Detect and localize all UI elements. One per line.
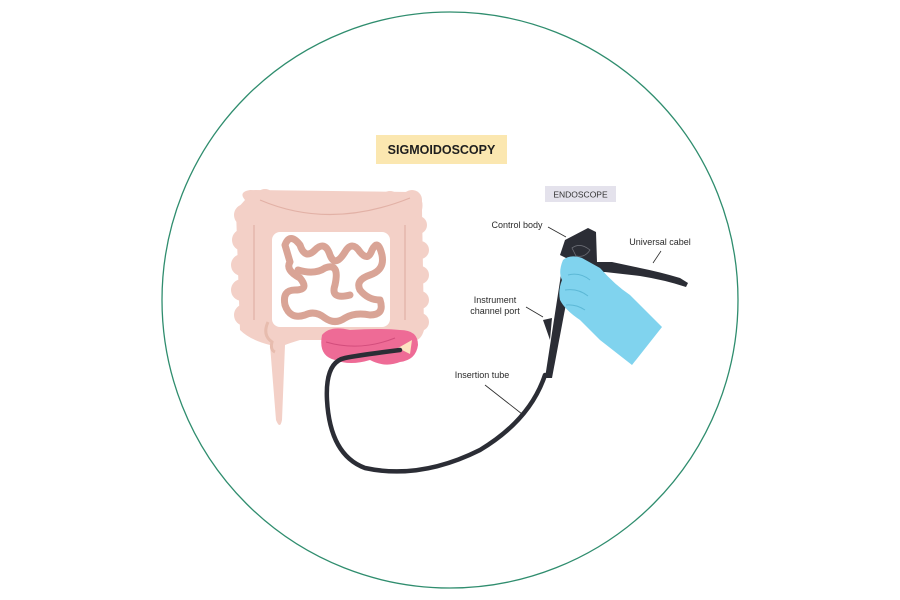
frame-circle: [161, 11, 739, 589]
endoscope-tag: ENDOSCOPE: [545, 186, 616, 202]
label-universal-cable: Universal cabel: [629, 237, 691, 247]
label-instrument-port-1: Instrument: [474, 295, 517, 305]
leader-control-body: [547, 226, 567, 238]
gloved-hand: [559, 256, 662, 365]
small-intestine: [281, 235, 386, 325]
leader-instrument-port: [525, 306, 544, 318]
leader-insertion-tube: [484, 384, 523, 415]
endoscope-tag-text: ENDOSCOPE: [553, 190, 608, 200]
label-instrument-port-2: channel port: [470, 306, 520, 316]
label-insertion-tube: Insertion tube: [455, 370, 510, 380]
rectum-sigmoid: [321, 328, 418, 365]
title-text: SIGMOIDOSCOPY: [388, 143, 496, 157]
label-control-body: Control body: [491, 220, 543, 230]
title-badge: SIGMOIDOSCOPY: [376, 135, 507, 164]
leader-universal-cable: [652, 250, 662, 264]
insertion-tube: [324, 347, 548, 474]
